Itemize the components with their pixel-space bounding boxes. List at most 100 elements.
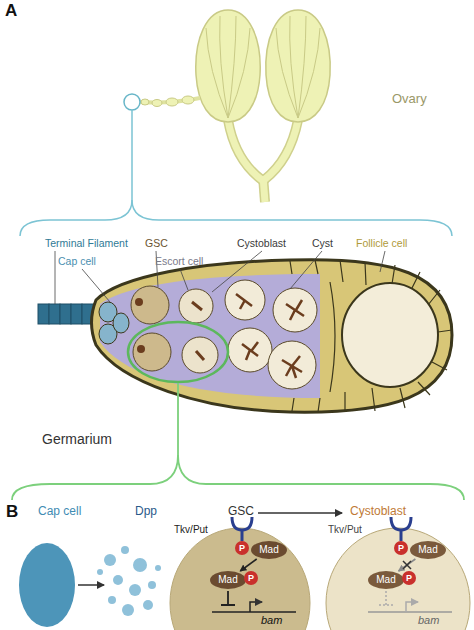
cap-cell-signal: [19, 543, 75, 627]
zoom-bracket: [20, 94, 452, 236]
panel-letter: A: [5, 2, 17, 21]
germarium-drawing: [330, 282, 335, 392]
cap-cell-signal: [148, 581, 156, 589]
organ-label: Ovary: [392, 92, 427, 106]
germarium-drawing: [71, 304, 82, 324]
germarium-drawing: [99, 302, 117, 322]
ovary-drawing: [140, 98, 200, 103]
phosphate-circle: P: [235, 541, 249, 555]
zoom-bracket-green: [12, 322, 464, 500]
receptor-label: Tkv/Put: [328, 524, 362, 535]
signal-label: Dpp: [135, 505, 157, 518]
leader-line: [55, 251, 385, 304]
germarium-drawing: [131, 286, 169, 324]
mad-shape: [368, 571, 404, 589]
germarium-drawing: [182, 337, 218, 373]
zoom-bracket: [20, 110, 132, 236]
zoom-bracket-green: [12, 383, 178, 500]
gsc-cell: Tkv/PutbamPMadMadP: [168, 518, 314, 630]
ovary-drawing: [166, 98, 178, 106]
germarium-drawing: [273, 288, 317, 332]
phosphate-shape: [394, 541, 408, 555]
germarium-drawing: [99, 324, 117, 344]
part-label: Terminal Filament: [45, 238, 128, 250]
germarium-drawing: [113, 313, 129, 333]
germarium-drawing: [268, 341, 316, 389]
phosphate-shape: [402, 571, 416, 585]
reaction-arrow: [399, 559, 416, 571]
ovary-drawing: [228, 120, 262, 180]
germarium-drawing: [49, 304, 60, 324]
cap-cell-signal: [122, 604, 134, 616]
germarium-drawing: [82, 304, 94, 324]
cell-label: Cystoblast: [350, 505, 406, 518]
germarium-drawing: [100, 274, 320, 398]
panel-letter: B: [6, 503, 18, 522]
phosphate-shape: [235, 541, 249, 555]
cell-body: [326, 528, 470, 630]
cap-cell-signal: [108, 596, 116, 604]
part-label: GSC: [145, 238, 168, 250]
germarium-drawing: [38, 304, 49, 324]
cap-cell-signal: [129, 584, 141, 596]
cap-cell-signal: [155, 565, 161, 571]
germarium-drawing: [92, 260, 453, 413]
cystoblast-cell: Tkv/PutbamPMadMadP: [322, 518, 472, 630]
phosphate-label: P: [394, 541, 408, 555]
gene-label: bam: [418, 614, 439, 626]
ovary-drawing: [228, 120, 262, 180]
mad-protein: Mad: [251, 541, 287, 559]
ovary-drawing: [140, 10, 330, 202]
cap-cell-signal: [133, 558, 147, 572]
zoom-bracket-green: [178, 455, 464, 500]
ovary-drawing: [263, 176, 265, 202]
mad-shape: [251, 541, 287, 559]
cap-cell-signal: [143, 600, 153, 610]
zoom-bracket: [124, 94, 140, 110]
part-label: Cystoblast: [237, 238, 286, 250]
structure-label: Germarium: [42, 432, 112, 447]
ovary-drawing: [263, 176, 265, 202]
phosphate-label: P: [244, 571, 258, 585]
ovary-drawing: [152, 100, 162, 107]
cell-label: Cap cell: [38, 505, 81, 518]
germarium-drawing: [228, 328, 272, 372]
cap-cell-signal: [19, 543, 161, 627]
zoom-bracket-green: [128, 322, 228, 382]
cell-body: [170, 528, 310, 630]
phosphate-label: P: [402, 571, 416, 585]
leader-line: [55, 251, 385, 304]
germarium-drawing: [137, 345, 145, 353]
ovary-drawing: [206, 16, 320, 118]
mad-protein: Mad: [210, 571, 246, 589]
germarium-drawing: [179, 289, 213, 323]
zoom-bracket: [132, 200, 452, 236]
germarium-drawing: [236, 294, 304, 378]
ovary-drawing: [196, 10, 260, 122]
cap-cell-signal: [113, 575, 123, 585]
protein-label: Mad: [251, 541, 287, 559]
ovary-drawing: [141, 99, 149, 105]
mad-shape: [410, 541, 446, 559]
block-mark: [403, 561, 411, 569]
phosphate-shape: [244, 571, 258, 585]
part-label: Cyst: [312, 238, 333, 250]
mad-protein: Mad: [368, 571, 404, 589]
mad-shape: [210, 571, 246, 589]
ovary-drawing: [266, 10, 330, 122]
signal-arrow: [78, 584, 104, 586]
protein-label: Mad: [410, 541, 446, 559]
protein-label: Mad: [368, 571, 404, 589]
cap-cell-signal: [97, 569, 103, 575]
signal-arrow: [258, 512, 342, 514]
ovary-drawing: [264, 120, 298, 180]
phosphate-circle: P: [394, 541, 408, 555]
phosphate-label: P: [235, 541, 249, 555]
part-label: Follicle cell: [356, 238, 407, 250]
gene-label: bam: [261, 614, 282, 626]
part-label: Escort cell: [155, 256, 203, 268]
ovary-drawing: [264, 120, 298, 180]
germarium-drawing: [133, 333, 171, 371]
germarium-drawing: [135, 298, 143, 306]
